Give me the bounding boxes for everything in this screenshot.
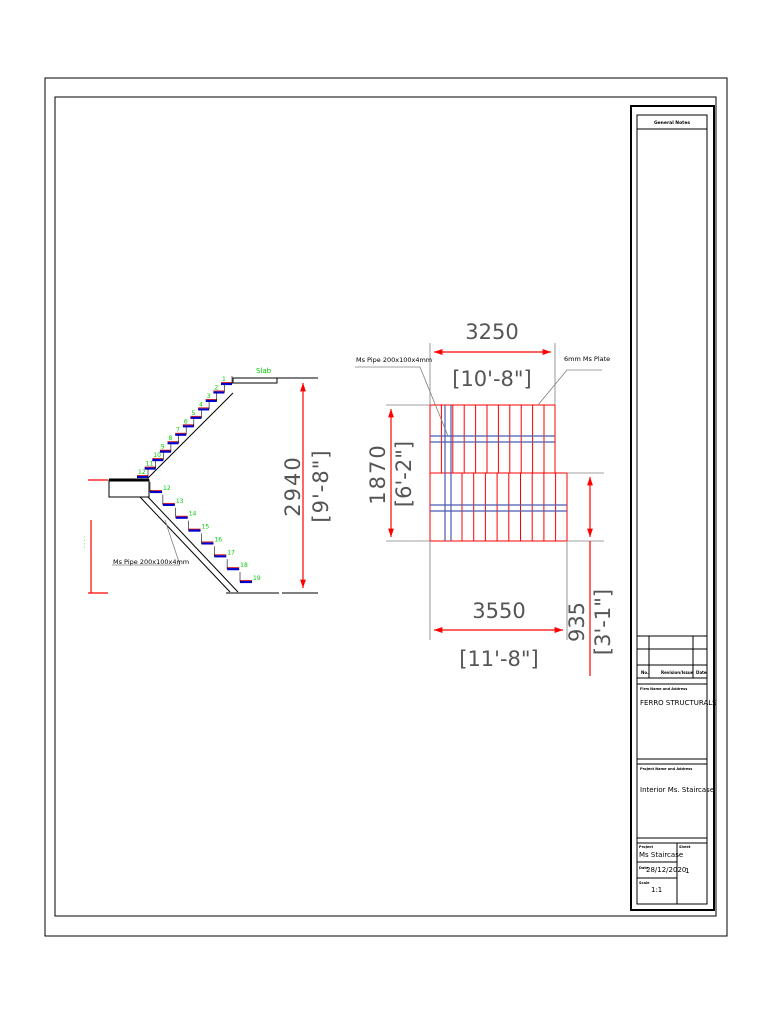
top-slab [232,377,278,384]
bottom-width-ft-label: [11'-8"] [459,647,538,671]
lower-flight-steps: 12 13 14 15 16 17 18 19 [149,482,261,584]
upper-stringer [147,392,234,479]
upper-step-number: 8 [169,435,173,442]
title-block: General Notes No. Revision/Issue Date Fi… [630,105,717,911]
left-height-ft-label: [6'-2"] [392,441,416,507]
revision-date-header: Date [696,670,707,675]
height-mm-label: 2940 [281,455,305,516]
plan-pipe-label: Ms Pipe 200x100x4mm [356,356,432,364]
title-block-frame [630,105,715,911]
landing-dim-text: - - - - [82,536,88,548]
lower-step-number: 18 [240,562,248,569]
firm-name: FERRO STRUCTURALS [640,699,717,707]
lower-stringer-b [139,496,231,593]
lower-step-number: 14 [189,511,197,518]
upper-step-number: 1 [222,376,226,383]
plan-view: 3250 [10'-8"] Ms Pipe 200x100x4mm 6mm Ms… [355,320,615,676]
upper-step-number: 11 [146,461,154,468]
lower-step-number: 19 [253,575,261,582]
right-height-ft-label: [3'-1"] [591,589,615,655]
slab-label: Slab [256,367,272,375]
side-pipe-label: Ms Pipe 200x100x4mm [113,558,189,566]
plate-label: 6mm Ms Plate [564,355,610,363]
right-height-mm-label: 935 [565,602,589,642]
landing [108,479,150,498]
general-notes-heading: General Notes [654,120,690,126]
left-height-mm-label: 1870 [366,443,390,504]
date-field-value: 28/12/2020 [646,866,686,874]
project-field-value: Ms Staircase [639,851,683,859]
height-ft-label: [9'-8"] [309,449,333,522]
project-name: Interior Ms. Staircase [640,786,714,794]
scale-field-label: Scale [639,881,650,885]
upper-step-number: 12 [138,469,146,476]
date-field-label: Date [639,866,649,870]
revision-issue-header: Revision/Issue [661,670,694,675]
upper-flight-outline [429,404,556,474]
plan-pipe-leader [419,366,449,437]
sheet-field-value: 1 [685,867,689,875]
sheet-field-label: Sheet [679,845,691,849]
upper-step-number: 5 [191,410,195,417]
upper-step-number: 2 [214,384,218,391]
top-width-ft-label: [10'-8"] [452,367,531,391]
pipe-leader [164,519,181,566]
lower-step-number: 15 [202,524,210,531]
lower-stringer-a [147,496,239,593]
revision-no-header: No. [641,670,649,675]
project-heading: Project Name and Address [640,767,692,771]
plan-treads [440,405,557,541]
upper-step-number: 10 [153,452,161,459]
lower-step-number: 13 [176,498,184,505]
top-width-mm-label: 3250 [465,320,518,344]
lower-step-number: 17 [227,549,235,556]
firm-heading: Firm Name and Address [640,687,687,691]
lower-step-number: 12 [163,485,171,492]
upper-step-number: 9 [161,444,165,451]
lower-step-number: 16 [214,536,222,543]
upper-step-number: 3 [207,393,211,400]
inner-border [54,96,717,917]
project-field-label: Project [639,845,653,849]
upper-step-number: 7 [176,427,180,434]
plate-leader [537,369,568,406]
upper-step-number: 4 [199,401,203,408]
bottom-width-mm-label: 3550 [472,599,525,623]
outer-border [44,77,728,937]
title-block-inner [636,114,708,905]
scale-field-value: 1:1 [651,886,662,894]
upper-step-number: 6 [184,418,188,425]
